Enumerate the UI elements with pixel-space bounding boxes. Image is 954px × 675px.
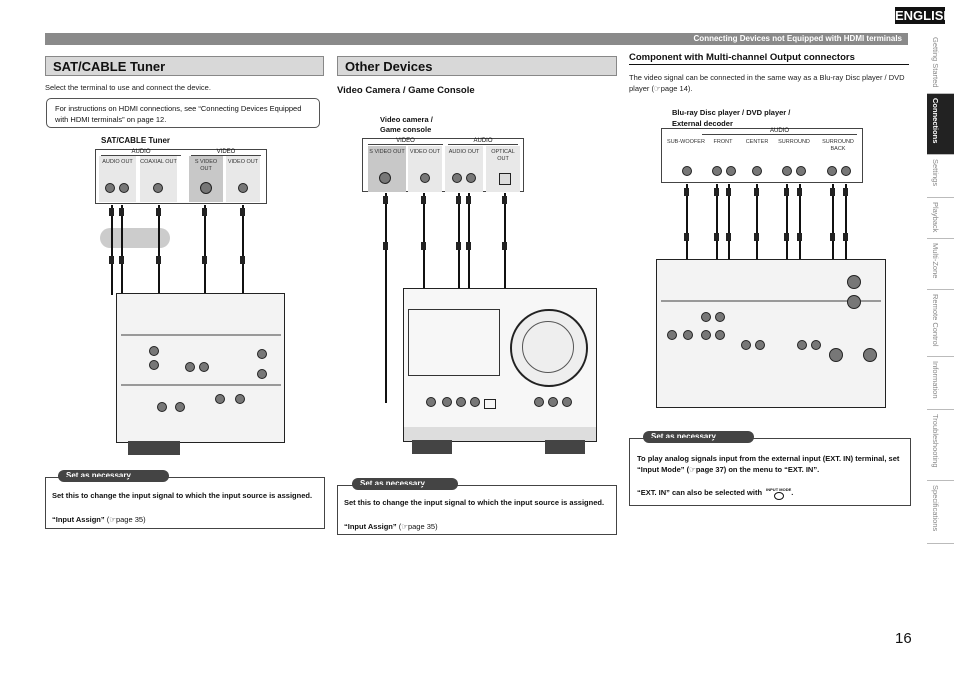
sidebar-label: Playback [931, 202, 940, 233]
sidebar-item-getting-started[interactable]: Getting Started [927, 33, 954, 94]
video-out-cell: VIDEO OUT [408, 146, 442, 192]
multi-box-text: To play analog signals input from the ex… [637, 454, 900, 474]
sidebar-label: Settings [931, 159, 940, 187]
sidebar-item-information[interactable]: Information [927, 357, 954, 410]
sat-input-assign-ref: “Input Assign” (☞page 35) [52, 515, 146, 524]
sat-device-label: SAT/CABLE Tuner [101, 136, 171, 145]
surround-cell: SURROUND [778, 139, 810, 145]
receiver-rear-panel-multi [656, 259, 886, 408]
input-mode-button-label: INPUT MODE [766, 487, 792, 492]
sidebar-label: Troubleshooting [931, 414, 940, 468]
coaxial-out-cell: COAXIAL OUT [140, 156, 177, 202]
sidebar-item-connections[interactable]: Connections [927, 94, 954, 155]
audio-group-label: AUDIO [448, 138, 518, 145]
subwoofer-cell: SUB-WOOFER [667, 139, 705, 145]
multi-input-mode-box: To play analog signals input from the ex… [629, 438, 911, 506]
other-box-text: Set this to change the input signal to w… [344, 498, 605, 507]
multichannel-device-panel: AUDIO SUB-WOOFER FRONT CENTER SURROUND S… [661, 128, 863, 183]
sidebar-item-remote-control[interactable]: Remote Control [927, 290, 954, 357]
sidebar-label: Information [931, 361, 940, 399]
sat-set-as-necessary-tab: Set as necessary [58, 470, 169, 482]
sidebar-item-settings[interactable]: Settings [927, 155, 954, 198]
sidebar-label: Multi-Zone [931, 243, 940, 279]
other-set-as-necessary-tab: Set as necessary [352, 478, 458, 490]
audio-out-cell: AUDIO OUT [445, 146, 483, 192]
video-group-label: VIDEO [191, 149, 261, 156]
other-input-assign-box: Set this to change the input signal to w… [337, 485, 617, 535]
sidebar-item-troubleshooting[interactable]: Troubleshooting [927, 410, 954, 481]
sidebar-item-multi-zone[interactable]: Multi-Zone [927, 239, 954, 290]
receiver-rear-panel [116, 293, 285, 443]
language-label: ENGLISH [895, 7, 953, 24]
s-video-out-cell: S VIDEO OUT [368, 146, 406, 192]
sidebar-label: Connections [931, 98, 940, 144]
other-section-title: Other Devices [337, 56, 617, 76]
optional-connection-highlight [100, 228, 170, 248]
other-device-label: Video camera /Game console [380, 115, 433, 134]
sat-section-title: SAT/CABLE Tuner [45, 56, 324, 76]
other-input-assign-ref: “Input Assign” (☞page 35) [344, 522, 438, 531]
video-camera-subtitle: Video Camera / Game Console [337, 85, 475, 96]
audio-group-label: AUDIO [702, 128, 857, 135]
multichannel-description: The video signal can be connected in the… [629, 73, 905, 93]
hdmi-reference-note: For instructions on HDMI connections, se… [46, 98, 320, 128]
input-mode-button-icon [773, 492, 784, 500]
multichannel-device-label: Blu-ray Disc player / DVD player /Extern… [672, 108, 791, 128]
sidebar-item-playback[interactable]: Playback [927, 198, 954, 239]
video-group-label: VIDEO [368, 138, 443, 145]
video-out-cell: VIDEO OUT [226, 156, 260, 202]
sat-input-assign-box: Set this to change the input signal to w… [45, 477, 325, 529]
section-header-band: Connecting Devices not Equipped with HDM… [45, 33, 908, 45]
multichannel-subtitle: Component with Multi-channel Output conn… [629, 52, 909, 65]
page-number: 16 [895, 630, 912, 647]
surround-back-cell: SURROUND BACK [822, 139, 854, 152]
front-cell: FRONT [713, 139, 733, 145]
sidebar-item-specifications[interactable]: Specifications [927, 481, 954, 544]
sat-box-text: Set this to change the input signal to w… [52, 491, 313, 500]
sidebar-label: Remote Control [931, 294, 940, 347]
sat-device-panel: AUDIO VIDEO AUDIO OUT COAXIAL OUT S VIDE… [95, 149, 267, 204]
s-video-out-cell: S VIDEO OUT [189, 156, 223, 202]
multi-set-as-necessary-tab: Set as necessary [643, 431, 754, 443]
sidebar-label: Getting Started [931, 37, 940, 88]
other-device-panel: VIDEO AUDIO S VIDEO OUT VIDEO OUT AUDIO … [362, 138, 524, 192]
multi-box-text-ext-in: “EXT. IN” can also be selected with INPU… [637, 487, 793, 503]
sidebar-label: Specifications [931, 485, 940, 532]
receiver-foot [128, 441, 180, 455]
audio-out-cell: AUDIO OUT [99, 156, 136, 202]
receiver-front-panel [403, 288, 597, 442]
audio-group-label: AUDIO [101, 149, 181, 156]
center-cell: CENTER [745, 139, 769, 145]
optical-out-cell: OPTICAL OUT [486, 146, 520, 192]
sat-intro: Select the terminal to use and connect t… [45, 83, 211, 92]
